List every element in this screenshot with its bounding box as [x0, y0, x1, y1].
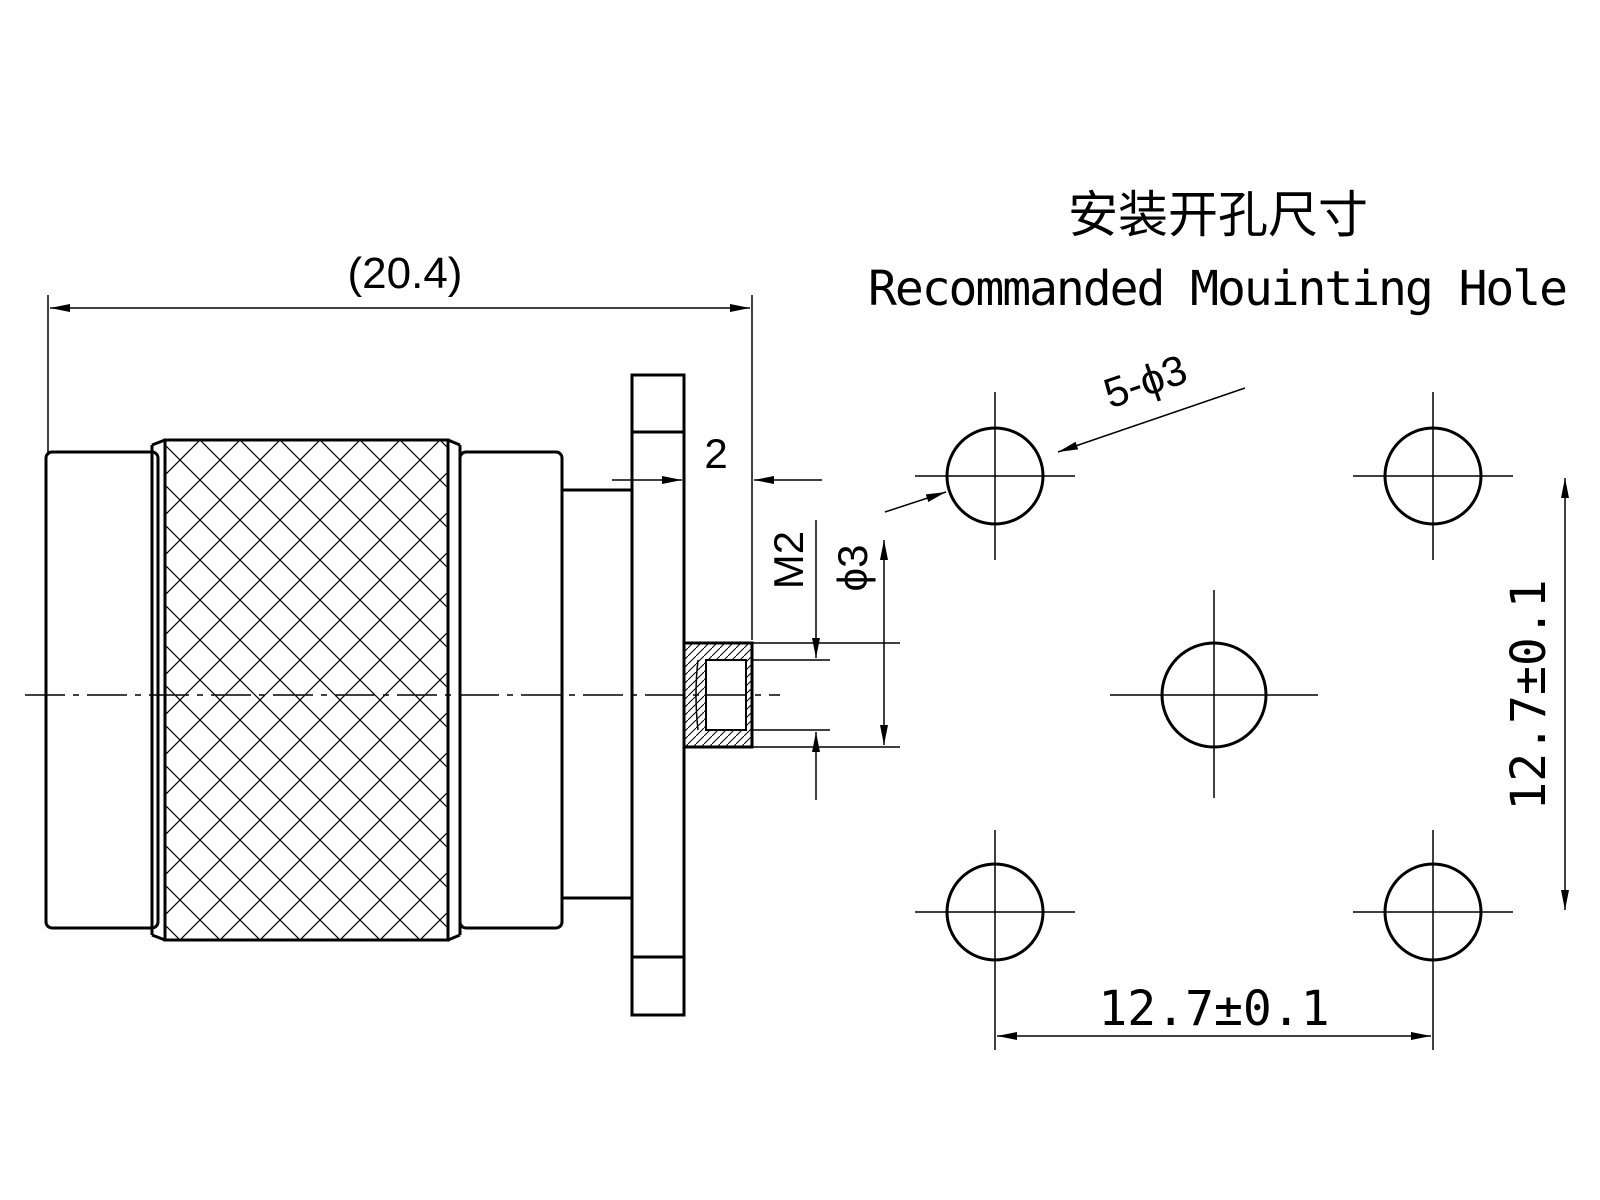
thread-label: M2: [765, 531, 812, 589]
side-view-dimensions: (20.4) 2 M2 ϕ3: [47, 249, 900, 800]
knurled-grip: [165, 440, 448, 940]
flange-offset-label: 2: [704, 430, 727, 477]
connector-nut-left: [44, 450, 160, 930]
hole-bottom-left: [915, 830, 1075, 1050]
hole-spacing-horizontal-label: 12.7±0.1: [1098, 981, 1329, 1037]
hole-spacing-vertical-label: 12.7±0.1: [1501, 579, 1557, 810]
title-chinese: 安装开孔尺寸: [1068, 186, 1368, 244]
hole-bottom-right: [1353, 830, 1513, 1050]
hole-count-label: 5-ϕ3: [1098, 345, 1193, 417]
hole-top-left: [915, 392, 1075, 560]
title-english: Recommanded Mouinting Hole: [868, 261, 1568, 317]
hole-top-right: [1353, 392, 1513, 560]
mounting-hole-pattern: 安装开孔尺寸 Recommanded Mouinting Hole: [868, 186, 1569, 1050]
overall-length-label: (20.4): [348, 249, 463, 298]
connector-rear-barrel: [458, 450, 564, 930]
hole-center: [1110, 590, 1318, 798]
pin-diameter-label: ϕ3: [829, 545, 876, 592]
connector-side-view: [25, 373, 780, 1017]
